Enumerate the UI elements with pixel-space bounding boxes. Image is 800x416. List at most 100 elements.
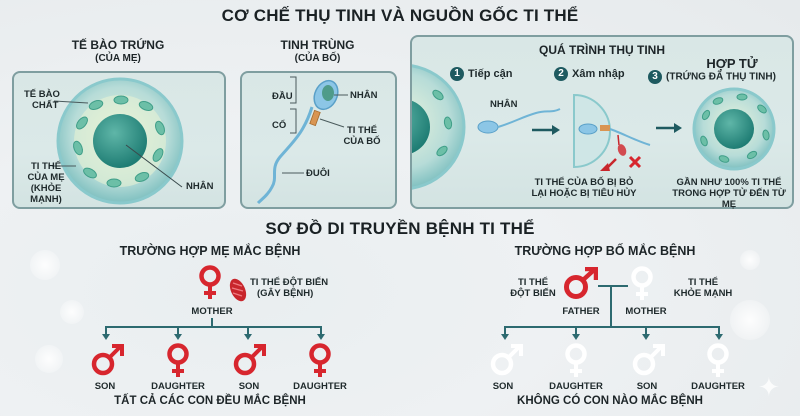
label-cytoplasm-line2: CHẤT (32, 100, 59, 111)
egg-subtitle: (CỦA MẸ) (95, 53, 141, 64)
label-egg-nucleus: NHÂN (186, 181, 214, 192)
tree-drop (575, 326, 577, 334)
tree-arrow (642, 334, 650, 340)
label-maternal-mito-line1: TI THỂ (30, 161, 62, 172)
mother-label: MOTHER (191, 306, 233, 317)
fertilization-title: QUÁ TRÌNH THỤ TINH (539, 43, 665, 57)
tree-drop (504, 326, 506, 334)
label-maternal-mito: TI THỂ CỦA MẸ (KHỎE MẠNH) (16, 161, 76, 205)
mother-case-title: TRƯỜNG HỢP MẸ MẮC BỆNH (119, 244, 301, 258)
paternal-note-line1: TI THỂ CỦA BỐ BỊ BỎ (534, 177, 634, 188)
sperm-subtitle: (CỦA BỐ) (294, 53, 341, 64)
father-case-title: TRƯỜNG HỢP BỐ MẮC BỆNH (514, 244, 696, 258)
tree-branch (105, 326, 321, 328)
female-symbol-affected-icon (309, 343, 331, 377)
tree-arrow (174, 334, 182, 340)
maternal-note-line2: TRONG HỢP TỬ ĐẾN TỪ (672, 188, 786, 199)
maternal-note-line3: MẸ (721, 199, 737, 210)
healthy-mito-line2: KHỎE MẠNH (673, 288, 733, 299)
child-label: DAUGHTER (549, 381, 603, 392)
male-symbol-healthy-icon (632, 344, 665, 376)
tree-arrow (317, 334, 325, 340)
step-label: Tiếp cận (468, 67, 513, 80)
couple-line (598, 285, 628, 287)
father-mutant-line1: TI THỂ (517, 277, 549, 288)
fertilization-illustration (412, 64, 776, 190)
fertilization-panel: QUÁ TRÌNH THỤ TINH 1 Tiếp cận 2 Xâm nhập H… (410, 35, 794, 210)
sperm-title-text: TINH TRÙNG (280, 38, 355, 52)
label-paternal-mito-line2: CỦA BỐ (343, 136, 381, 147)
tree-drop (645, 326, 647, 334)
sperm-illustration (256, 76, 348, 205)
female-symbol-healthy-icon (565, 343, 587, 377)
tree-arrow (572, 334, 580, 340)
label-paternal-mito: TI THỂ CỦA BỐ (340, 125, 384, 147)
female-symbol-affected-icon (167, 343, 189, 377)
tree-drop (247, 326, 249, 334)
inheritance-title: SƠ ĐỒ DI TRUYỀN BỆNH TI THỂ (265, 219, 535, 238)
child-label: DAUGHTER (691, 381, 745, 392)
step-number: 2 (554, 67, 568, 81)
label-neck: CỔ (272, 120, 287, 131)
tree-drop (718, 326, 720, 334)
tree-arrow (244, 334, 252, 340)
male-symbol-affected-icon (91, 344, 124, 376)
label-sperm-nucleus: NHÂN (350, 90, 378, 101)
mutant-mito-line1: TI THỂ ĐỘT BIẾN (250, 277, 329, 288)
child-label: SON (636, 381, 658, 392)
sperm-panel: ĐẦU CỔ NHÂN TI THỂ CỦA BỐ ĐUÔI (240, 71, 397, 209)
mother-case-conclusion: TẤT CẢ CÁC CON ĐỀU MẮC BỆNH (114, 395, 306, 407)
label-paternal-mito-line1: TI THỂ (346, 125, 378, 136)
step-1: 1 Tiếp cận (450, 67, 512, 81)
paternal-mito-note: TI THỂ CỦA BỐ BỊ BỎ LẠI HOẶC BỊ TIÊU HỦY (524, 177, 644, 199)
child-label: SON (94, 381, 116, 392)
label-head: ĐẦU (272, 91, 293, 102)
step-number: 3 (648, 70, 662, 84)
step-2: 2 Xâm nhập (554, 67, 625, 81)
father-mutant-label: TI THỂ ĐỘT BIẾN (503, 277, 563, 299)
sparkle (60, 300, 84, 324)
tree-stem (610, 285, 612, 327)
male-symbol-affected-icon (564, 267, 598, 299)
tree-arrow (501, 334, 509, 340)
child-label: DAUGHTER (151, 381, 205, 392)
female-symbol-healthy-icon (631, 266, 653, 300)
label-cytoplasm-line1: TẾ BÀO (24, 89, 60, 100)
label-cytoplasm: TẾ BÀO CHẤT (24, 89, 60, 111)
step-label: Xâm nhập (572, 67, 625, 80)
step-number: 1 (450, 67, 464, 81)
sperm-title: TINH TRÙNG (CỦA BỐ) (240, 38, 395, 66)
egg-title-text: TẾ BÀO TRỨNG (71, 38, 165, 52)
tree-branch (504, 326, 720, 328)
child-label: SON (492, 381, 514, 392)
label-maternal-mito-line3: (KHỎE MẠNH) (30, 183, 62, 205)
label-maternal-mito-line2: CỦA MẸ (27, 172, 65, 183)
maternal-note-line1: GẦN NHƯ 100% TI THỂ (676, 177, 782, 188)
child-label: DAUGHTER (293, 381, 347, 392)
female-symbol-healthy-icon (707, 343, 729, 377)
healthy-mito-line1: TI THỂ (687, 277, 719, 288)
step-label: (TRỨNG ĐÃ THỤ TINH) (666, 71, 776, 83)
male-symbol-affected-icon (233, 344, 266, 376)
egg-panel: TẾ BÀO CHẤT TI THỂ CỦA MẸ (KHỎE MẠNH) NH… (12, 71, 226, 209)
sparkle (35, 345, 63, 373)
egg-title: TẾ BÀO TRỨNG (CỦA MẸ) (12, 38, 224, 66)
sparkle (30, 250, 60, 280)
step-3: 3 (TRỨNG ĐÃ THỤ TINH) (648, 70, 776, 84)
tree-arrow (102, 334, 110, 340)
zygote-title: HỢP TỬ (706, 56, 758, 71)
child-label: SON (238, 381, 260, 392)
mutant-mito-line2: (GÂY BỆNH) (257, 288, 314, 299)
female-symbol-affected-icon (199, 265, 221, 299)
sparkle (730, 300, 770, 340)
egg-cell-illustration (52, 77, 184, 205)
tree-stem (211, 318, 213, 327)
sparkle (740, 250, 760, 270)
paternal-note-line2: LẠI HOẶC BỊ TIÊU HỦY (531, 188, 637, 199)
father-mutant-line2: ĐỘT BIẾN (510, 288, 556, 299)
mutant-mito-label: TI THỂ ĐỘT BIẾN (GÂY BỆNH) (250, 277, 328, 299)
mutant-mitochondrion-icon (229, 278, 247, 302)
maternal-mito-note: GẦN NHƯ 100% TI THỂ TRONG HỢP TỬ ĐẾN TỪ … (666, 177, 792, 210)
mother-label: MOTHER (625, 306, 667, 317)
father-label: FATHER (562, 306, 600, 317)
